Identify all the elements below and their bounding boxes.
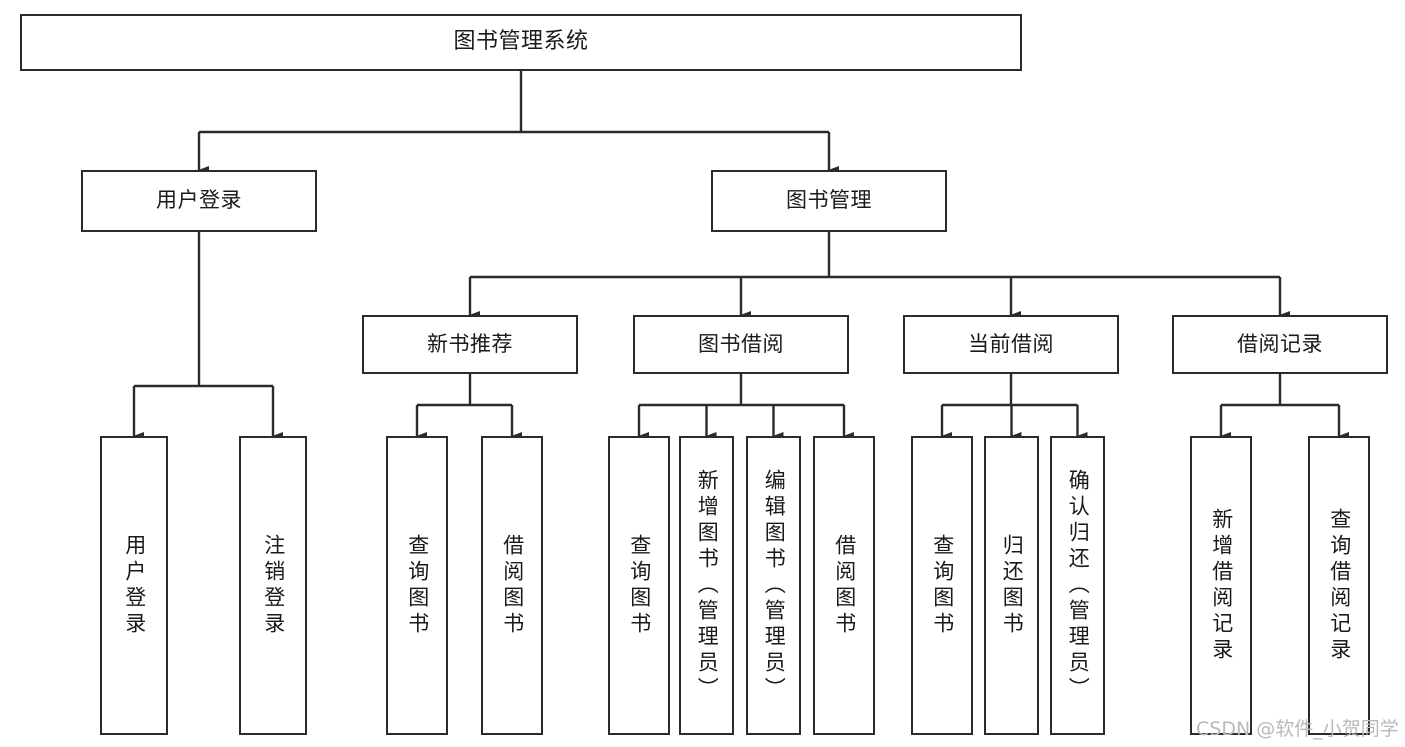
node-label-leaf-user-login: 用户登录 bbox=[122, 533, 147, 638]
node-book-borrow[interactable]: 图书借阅 bbox=[633, 315, 849, 374]
node-label-new-book-rec: 新书推荐 bbox=[427, 331, 513, 356]
node-label-leaf-add-record: 新增借阅记录 bbox=[1209, 507, 1234, 664]
node-label-leaf-borrow-book-2: 借阅图书 bbox=[832, 533, 857, 638]
node-book-manage[interactable]: 图书管理 bbox=[711, 170, 947, 232]
node-leaf-query-book-1[interactable]: 查询图书 bbox=[386, 436, 448, 735]
node-label-leaf-query-book-2: 查询图书 bbox=[627, 533, 652, 638]
node-label-leaf-borrow-book-1: 借阅图书 bbox=[500, 533, 525, 638]
node-leaf-query-record[interactable]: 查询借阅记录 bbox=[1308, 436, 1370, 735]
node-label-user-login: 用户登录 bbox=[156, 188, 242, 213]
node-label-leaf-confirm-ret: 确认归还（管理员） bbox=[1066, 468, 1091, 703]
node-leaf-add-book[interactable]: 新增图书（管理员） bbox=[679, 436, 734, 735]
node-leaf-query-book-3[interactable]: 查询图书 bbox=[911, 436, 973, 735]
node-label-root: 图书管理系统 bbox=[453, 29, 589, 55]
node-label-leaf-user-logout: 注销登录 bbox=[261, 533, 286, 638]
node-leaf-confirm-ret[interactable]: 确认归还（管理员） bbox=[1050, 436, 1105, 735]
node-leaf-edit-book[interactable]: 编辑图书（管理员） bbox=[746, 436, 801, 735]
node-leaf-user-logout[interactable]: 注销登录 bbox=[239, 436, 307, 735]
node-leaf-borrow-book-1[interactable]: 借阅图书 bbox=[481, 436, 543, 735]
node-leaf-return-book[interactable]: 归还图书 bbox=[984, 436, 1039, 735]
node-label-leaf-edit-book: 编辑图书（管理员） bbox=[762, 468, 787, 703]
node-new-book-rec[interactable]: 新书推荐 bbox=[362, 315, 578, 374]
watermark: CSDN @软件_小贺同学 bbox=[1196, 718, 1399, 740]
node-label-book-manage: 图书管理 bbox=[786, 188, 872, 213]
node-borrow-record[interactable]: 借阅记录 bbox=[1172, 315, 1388, 374]
node-leaf-user-login[interactable]: 用户登录 bbox=[100, 436, 168, 735]
node-leaf-query-book-2[interactable]: 查询图书 bbox=[608, 436, 670, 735]
node-label-leaf-query-record: 查询借阅记录 bbox=[1327, 507, 1352, 664]
node-user-login[interactable]: 用户登录 bbox=[81, 170, 317, 232]
node-label-leaf-query-book-3: 查询图书 bbox=[930, 533, 955, 638]
node-label-leaf-return-book: 归还图书 bbox=[1000, 533, 1025, 638]
node-label-borrow-record: 借阅记录 bbox=[1237, 331, 1323, 356]
node-current-borrow[interactable]: 当前借阅 bbox=[903, 315, 1119, 374]
edge-paths bbox=[132, 71, 1350, 441]
node-label-leaf-add-book: 新增图书（管理员） bbox=[695, 468, 720, 703]
node-label-book-borrow: 图书借阅 bbox=[698, 331, 784, 356]
node-label-current-borrow: 当前借阅 bbox=[968, 331, 1054, 356]
node-leaf-add-record[interactable]: 新增借阅记录 bbox=[1190, 436, 1252, 735]
node-leaf-borrow-book-2[interactable]: 借阅图书 bbox=[813, 436, 875, 735]
node-label-leaf-query-book-1: 查询图书 bbox=[405, 533, 430, 638]
node-root[interactable]: 图书管理系统 bbox=[20, 14, 1022, 71]
